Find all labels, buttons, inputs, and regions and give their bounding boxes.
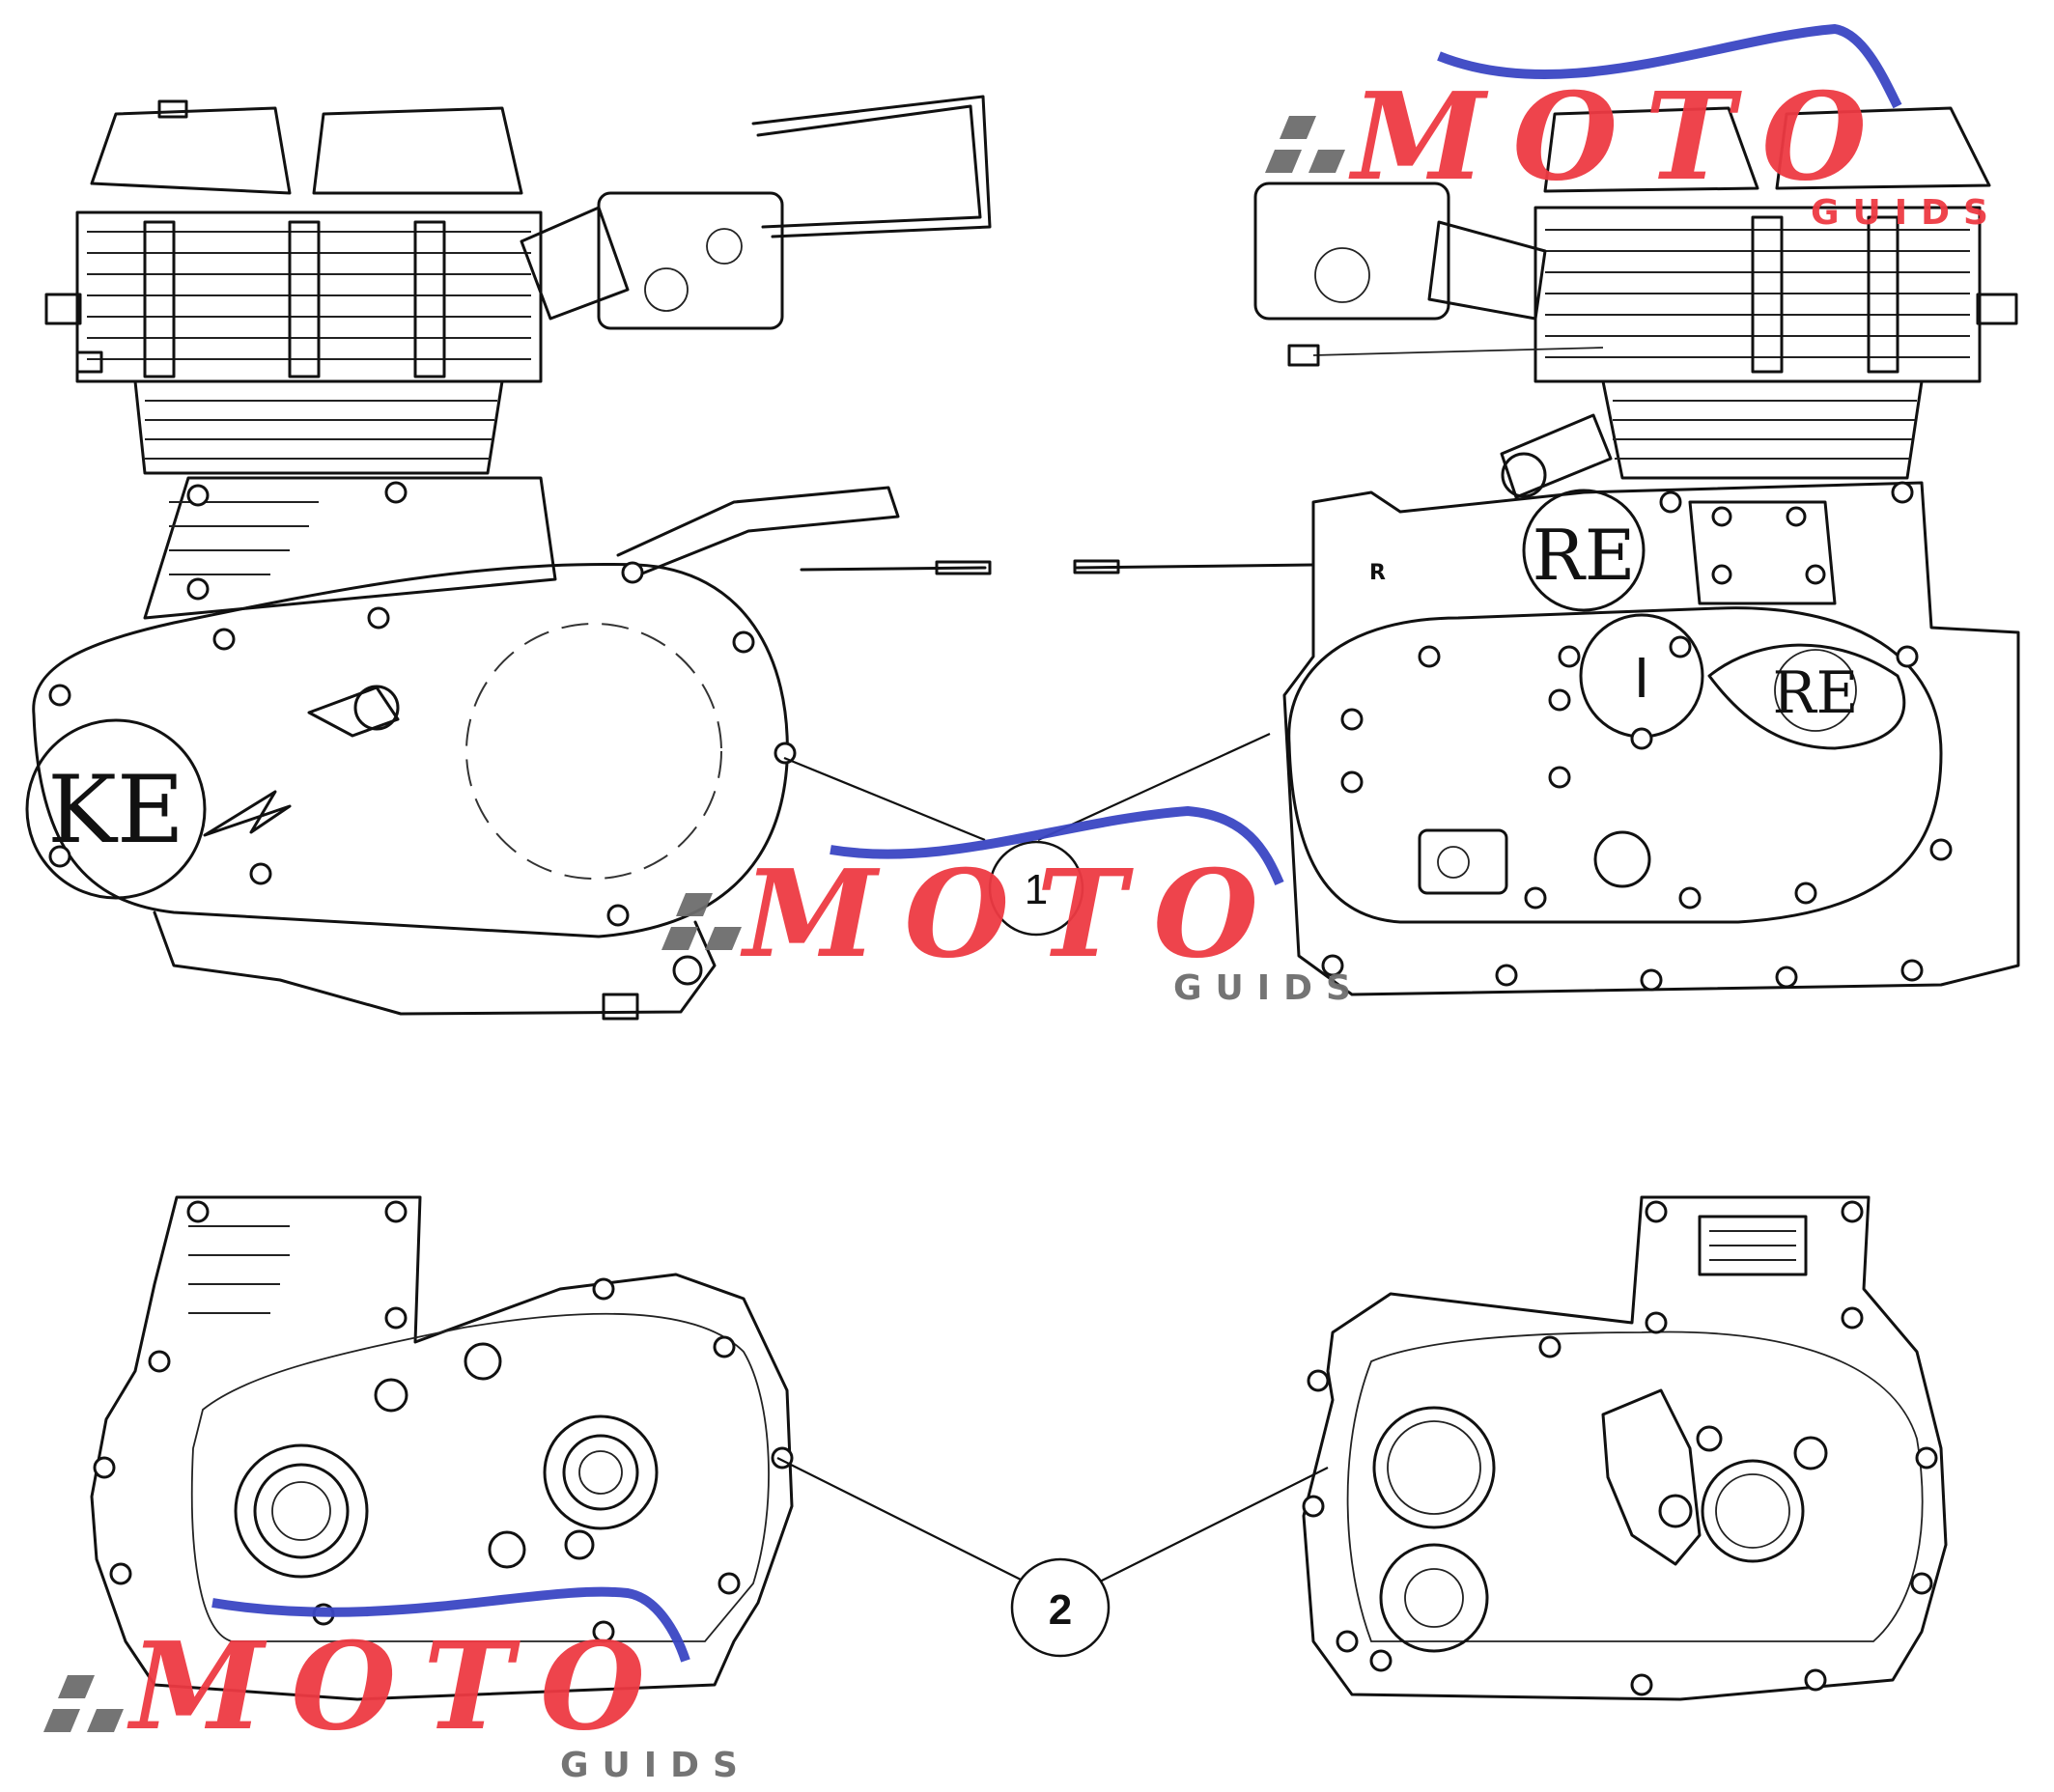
engine-right-view: RE R I RE xyxy=(1073,106,2020,996)
primary-cover-bolts xyxy=(48,481,797,927)
left-cover-logo: KE xyxy=(47,756,184,864)
callout-2-label: 2 xyxy=(1049,1586,1072,1634)
watermark-subtitle: GUIDS xyxy=(1173,968,1365,1008)
watermark-center: MOTO GUIDS xyxy=(661,805,1365,1008)
right-cover-bolts xyxy=(1321,481,1953,992)
side-marker: R xyxy=(1369,561,1386,585)
callout-1-label: 1 xyxy=(1025,866,1048,913)
right-half-bolts xyxy=(1302,1200,1938,1696)
watermark-checker-icon xyxy=(43,1675,124,1732)
crankcase-left-half xyxy=(90,1195,794,1701)
left-half-bolts xyxy=(93,1200,794,1643)
watermark-subtitle: GUIDS xyxy=(1811,193,2002,233)
watermark-brand: MOTO xyxy=(740,844,1285,985)
timing-plate-mark: I xyxy=(1634,648,1650,711)
right-cover-logo: RE xyxy=(1773,659,1859,727)
watermark-top-right: MOTO GUIDS xyxy=(1265,23,2002,233)
watermark-subtitle: GUIDS xyxy=(560,1746,751,1785)
watermark-checker-icon xyxy=(661,893,742,950)
callout-1: 1 xyxy=(783,733,1271,937)
crankcase-right-half xyxy=(1302,1195,1948,1701)
callout-2: 2 xyxy=(776,1457,1329,1658)
engine-left-view: KE xyxy=(25,95,992,1021)
watermark-brand: MOTO xyxy=(127,1616,672,1757)
watermark-bottom-left: MOTO GUIDS xyxy=(43,1586,751,1785)
watermark-brand: MOTO xyxy=(1348,67,1894,208)
right-emblem: RE xyxy=(1533,515,1636,596)
watermark-checker-icon xyxy=(1265,116,1345,173)
